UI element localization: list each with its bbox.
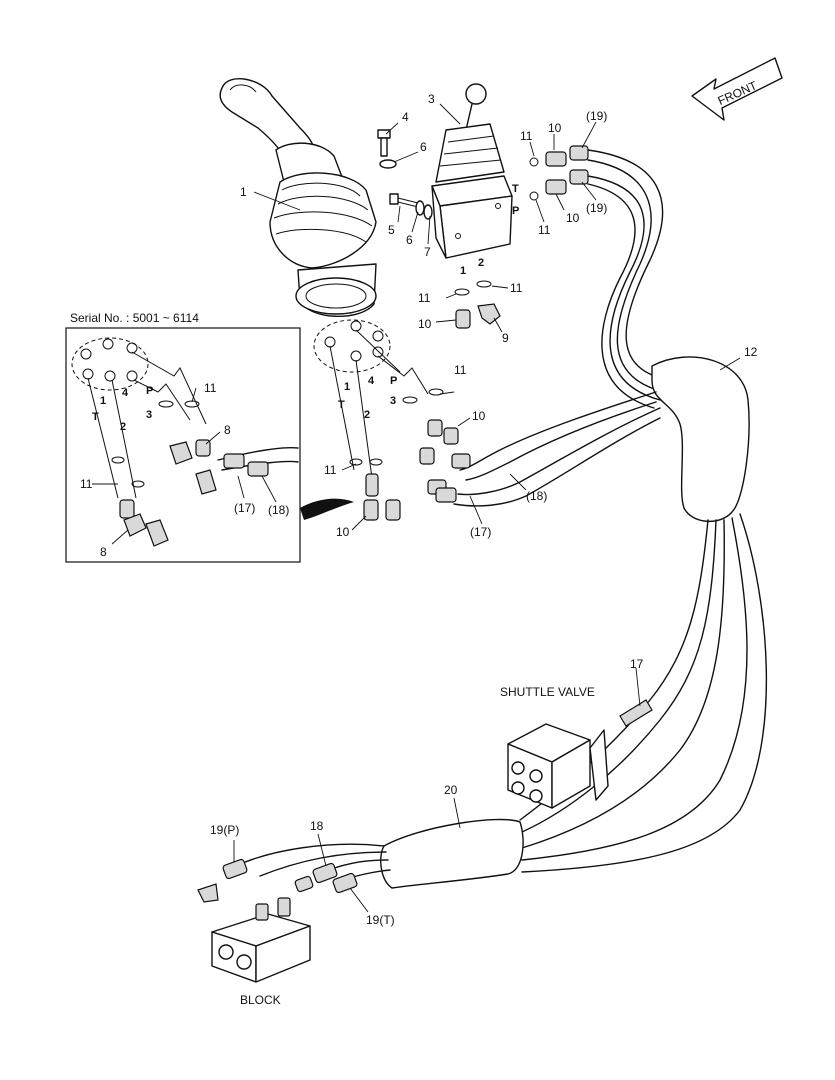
inset-port-4: 4 — [122, 387, 129, 399]
front-arrow: FRONT — [691, 57, 783, 121]
callout-12: 12 — [744, 345, 758, 359]
callout-7: 7 — [424, 245, 431, 259]
callout-9: 9 — [502, 331, 509, 345]
shuttle-valve — [507, 699, 653, 809]
callout-10b: 10 — [566, 211, 580, 225]
block-hoses — [197, 843, 391, 903]
main-port-2: 2 — [364, 409, 370, 421]
valve-upper-fittings — [529, 145, 589, 201]
callout-4: 4 — [402, 110, 409, 124]
callout-11g: 11 — [204, 381, 217, 395]
serial-inset — [65, 327, 301, 563]
inset-port-P: P — [146, 385, 153, 397]
callout-19p-block: 19(P) — [210, 823, 239, 837]
sleeve-20 — [380, 818, 524, 889]
main-port-4: 4 — [368, 375, 375, 387]
block — [211, 897, 311, 983]
main-port-1: 1 — [344, 381, 350, 393]
callout-20: 20 — [444, 783, 458, 797]
callout-10d: 10 — [472, 409, 486, 423]
main-port-P: P — [390, 375, 397, 387]
valve-port-2: 2 — [478, 257, 484, 269]
inset-port-T: T — [92, 411, 99, 423]
labels: 1 4 6 3 5 6 7 11 10 (19) (19) 10 11 T P … — [70, 92, 758, 1007]
bolt-4 — [377, 129, 397, 169]
callout-11a: 11 — [520, 129, 533, 143]
callout-10c: 10 — [418, 317, 432, 331]
callout-8-inset-a: 8 — [224, 423, 231, 437]
callout-18p-main: (18) — [526, 489, 547, 503]
callout-3: 3 — [428, 92, 435, 106]
callout-11b: 11 — [538, 223, 551, 237]
callout-19t-block: 19(T) — [366, 913, 395, 927]
callout-8-inset-b: 8 — [100, 545, 107, 559]
callout-11h: 11 — [80, 477, 93, 491]
serial-note: Serial No. : 5001 ~ 6114 — [70, 311, 199, 325]
callout-11f: 11 — [324, 463, 337, 477]
bolt-5 — [389, 193, 433, 220]
callout-11d: 11 — [510, 281, 523, 295]
valve-port-1: 1 — [460, 265, 466, 277]
main-port-3: 3 — [390, 395, 396, 407]
upper-hoses — [587, 149, 671, 409]
shuttle-valve-label: SHUTTLE VALVE — [500, 685, 595, 699]
inset-port-3: 3 — [146, 409, 152, 421]
inset-pointer — [300, 498, 354, 520]
callout-17p-inset: (17) — [234, 501, 255, 515]
callout-11e: 11 — [454, 363, 467, 377]
callout-19a: (19) — [586, 109, 607, 123]
callout-18: 18 — [310, 819, 324, 833]
callout-17: 17 — [630, 657, 644, 671]
joystick-lever — [219, 78, 377, 317]
callout-leaders — [92, 103, 741, 913]
callout-6b: 6 — [406, 233, 413, 247]
callout-5: 5 — [388, 223, 395, 237]
hoses-17-18-main — [453, 391, 661, 507]
callout-19b: (19) — [586, 201, 607, 215]
inset-port-1: 1 — [100, 395, 106, 407]
main-port-T: T — [338, 399, 345, 411]
pilot-valve — [431, 83, 513, 259]
sleeve-12 — [651, 356, 750, 523]
callout-10a: 10 — [548, 121, 562, 135]
callout-18p-inset: (18) — [268, 503, 289, 517]
callout-10e: 10 — [336, 525, 350, 539]
callout-17p-main: (17) — [470, 525, 491, 539]
valve-lower-fittings — [454, 280, 501, 329]
valve-port-P: P — [512, 205, 519, 217]
callout-1: 1 — [240, 185, 247, 199]
callout-6: 6 — [420, 140, 427, 154]
callout-11c: 11 — [418, 291, 431, 305]
valve-port-T: T — [512, 183, 519, 195]
long-hoses — [519, 513, 768, 873]
inset-port-2: 2 — [120, 421, 126, 433]
main-port-diagram — [313, 319, 471, 521]
block-label: BLOCK — [240, 993, 281, 1007]
